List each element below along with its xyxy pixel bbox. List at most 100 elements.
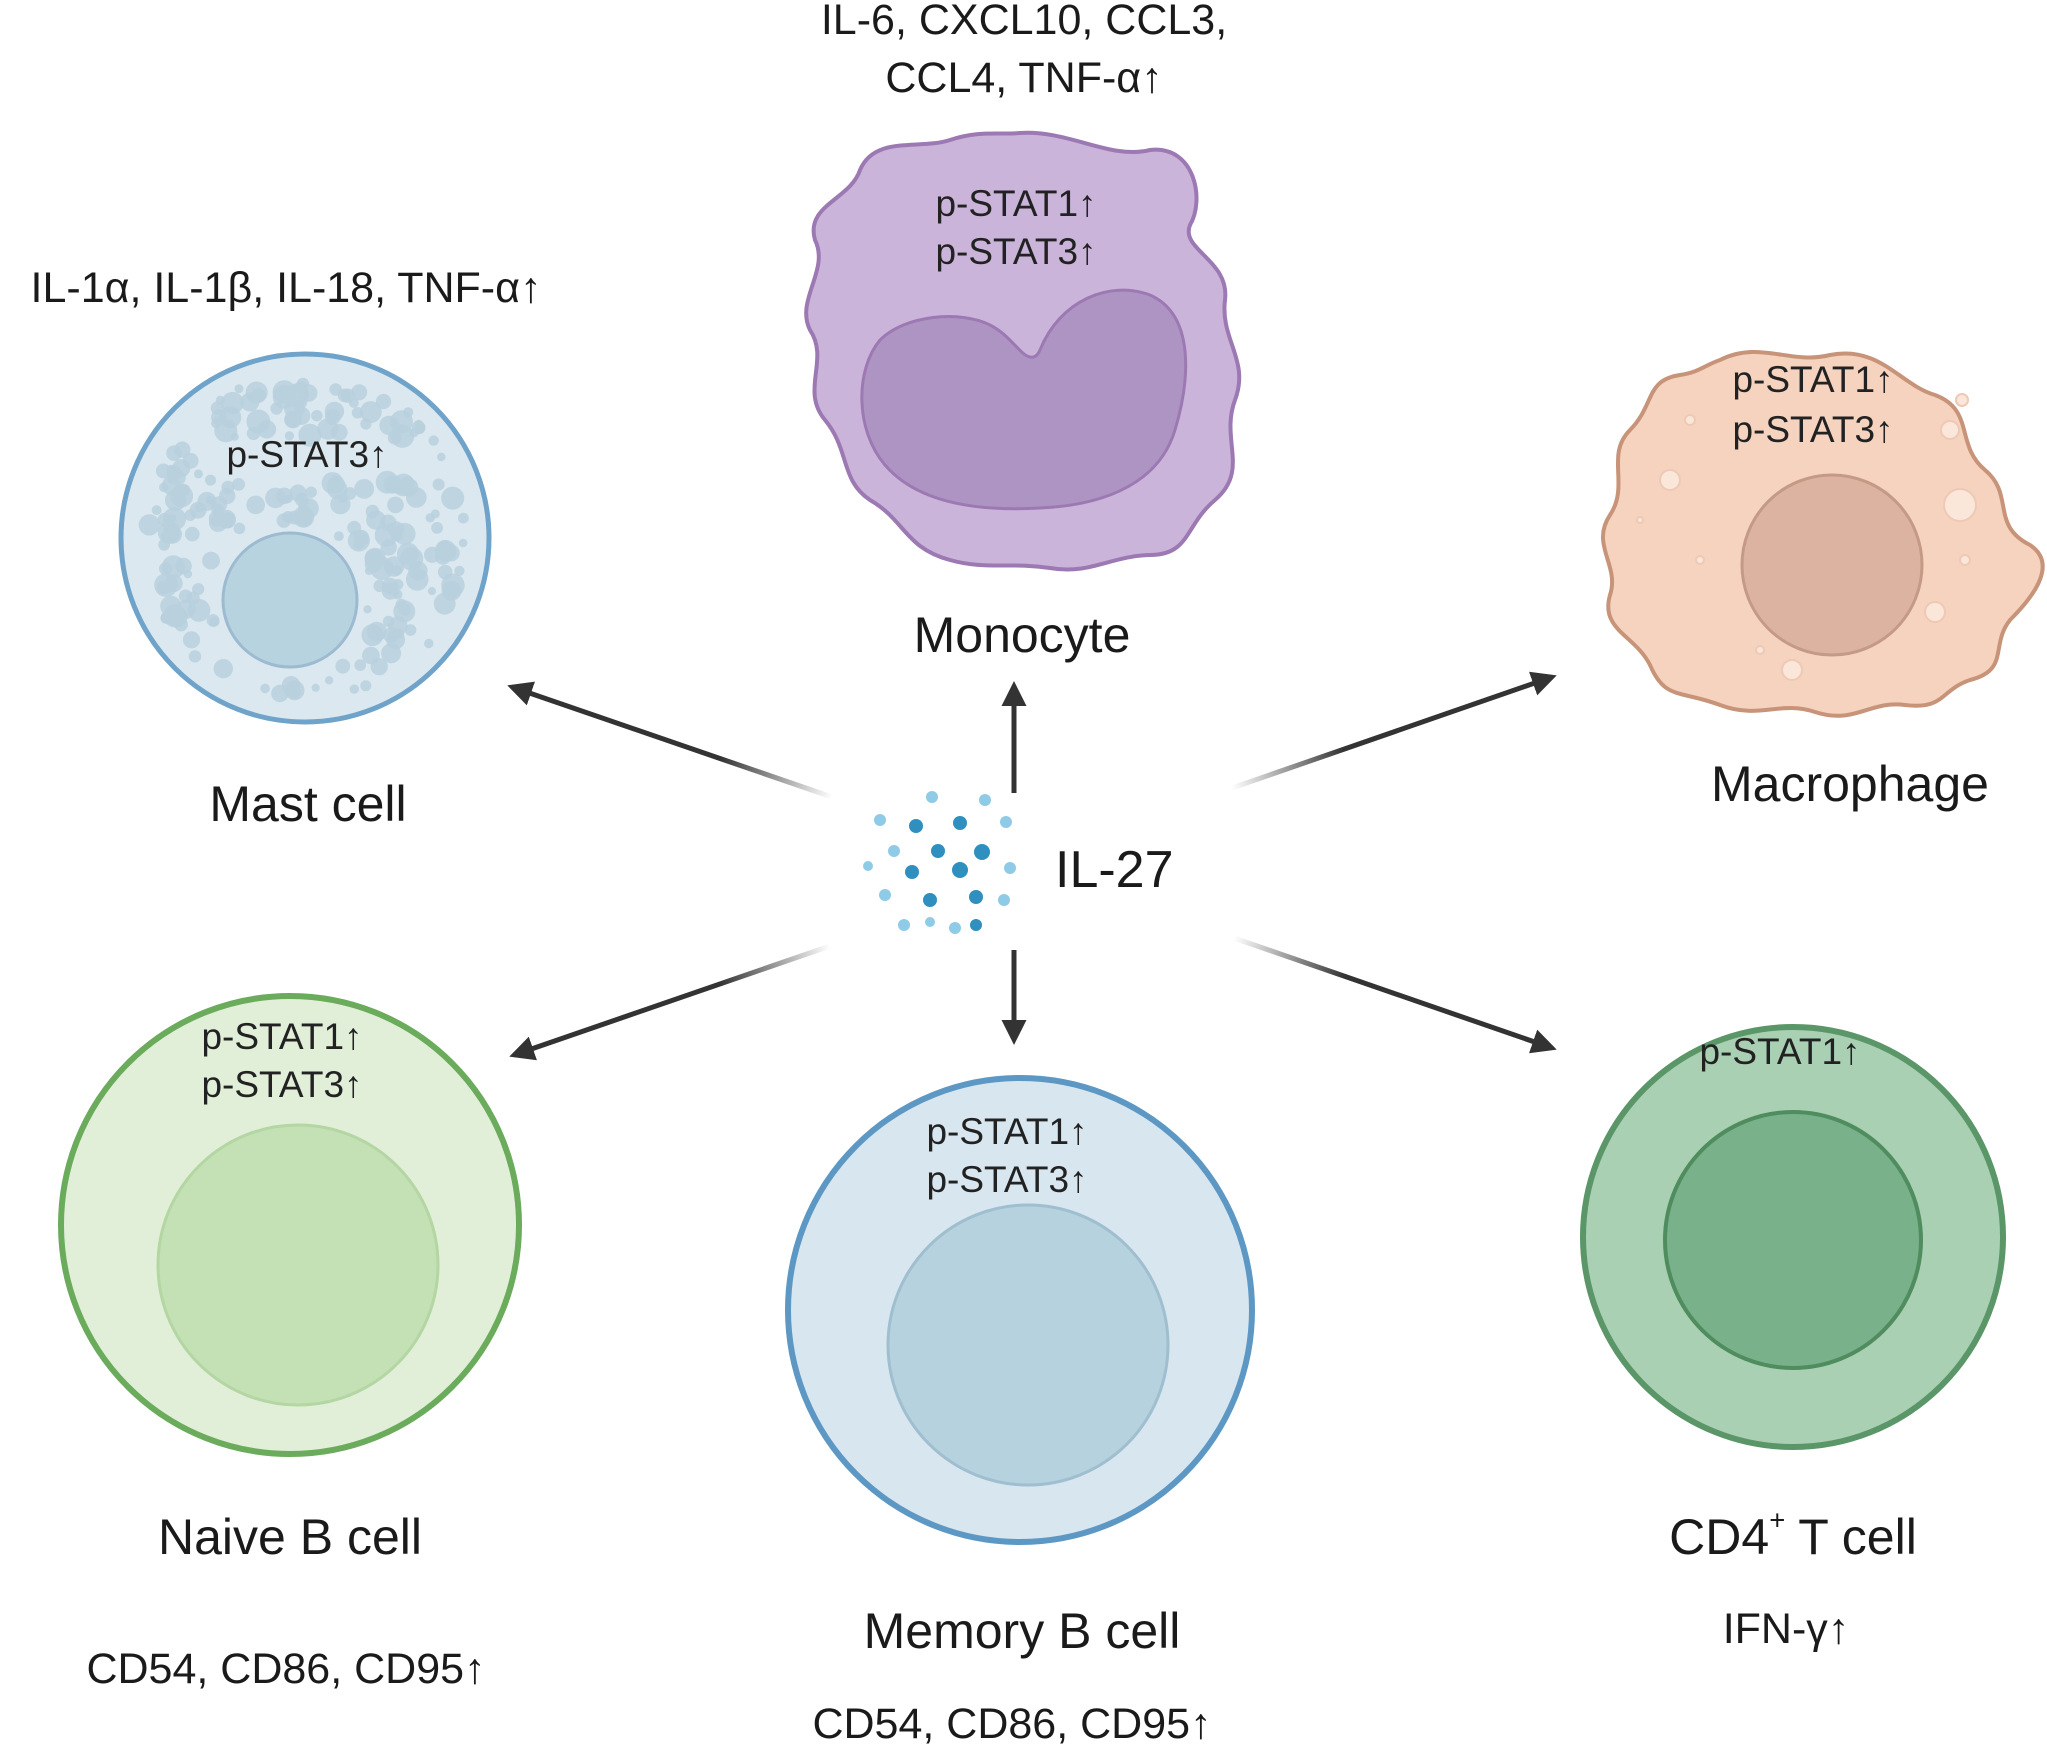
il27-particle	[926, 791, 938, 803]
arrow-to-cd4-t	[1233, 935, 1557, 1054]
memory-b-cell	[785, 1075, 1255, 1545]
granule	[287, 685, 301, 699]
granule	[351, 384, 368, 401]
vesicle	[1755, 645, 1765, 655]
macrophage-signal-1: p-STAT1↑	[1732, 359, 1894, 400]
cd4-t-label-sup: +	[1769, 1504, 1786, 1536]
macrophage-signal-2: p-STAT3↑	[1732, 409, 1894, 450]
il27-particle	[923, 893, 937, 907]
il27-particle	[909, 819, 923, 833]
granule	[414, 423, 426, 434]
granule	[337, 388, 352, 403]
granule	[178, 589, 193, 604]
arrow-to-macrophage	[1231, 671, 1557, 791]
mast-outputs: IL-1α, IL-1β, IL-18, TNF-α↑	[30, 264, 542, 312]
granule	[188, 650, 202, 663]
granule	[349, 684, 359, 694]
granule	[270, 402, 283, 415]
cd4-t-label-main: CD4	[1669, 1509, 1770, 1565]
granule	[184, 509, 196, 522]
il27-particle	[1004, 862, 1016, 874]
granule	[166, 464, 176, 474]
vesicle	[1695, 555, 1705, 565]
monocyte-label: Monocyte	[913, 607, 1131, 663]
granule	[194, 503, 205, 513]
il27-particle	[879, 889, 891, 901]
vesicle	[1959, 554, 1971, 566]
granule	[233, 522, 246, 535]
granule	[382, 615, 395, 628]
granule	[205, 474, 216, 486]
il27-particle	[888, 845, 900, 857]
granule	[271, 684, 289, 703]
cd4-t-outputs: IFN-γ↑	[1722, 1605, 1850, 1653]
il27-label: IL-27	[1055, 841, 1174, 899]
granule	[424, 638, 434, 649]
il27-particle	[925, 917, 935, 927]
granule	[192, 583, 205, 596]
granule	[360, 680, 372, 692]
granule	[172, 459, 191, 478]
granule	[161, 555, 186, 579]
il27-particle	[949, 922, 961, 934]
il27-particle	[931, 844, 945, 858]
granule	[347, 529, 370, 552]
granule	[427, 587, 436, 596]
granule	[430, 509, 440, 519]
macrophage-vesicles	[1636, 393, 1977, 681]
il27-particle	[979, 794, 991, 806]
il27-particle	[874, 814, 886, 826]
granule	[294, 492, 309, 507]
memory-b-signal-1: p-STAT1↑	[926, 1111, 1088, 1152]
il27-particle-icon	[863, 791, 1016, 934]
granule	[393, 522, 416, 545]
granule	[251, 387, 266, 403]
cd4-t-label-rest: T cell	[1785, 1509, 1917, 1565]
granule	[363, 605, 372, 614]
granule	[138, 514, 160, 536]
granule	[284, 494, 293, 504]
memory-b-outputs: CD54, CD86, CD95↑	[812, 1700, 1212, 1748]
vesicle	[1684, 414, 1696, 426]
granule	[431, 522, 443, 534]
granule	[183, 569, 193, 579]
granule	[286, 383, 309, 406]
granule	[441, 486, 465, 510]
monocyte-outputs-line2: CCL4, TNF-α↑	[885, 54, 1163, 102]
granule	[327, 479, 348, 500]
granule	[276, 513, 291, 528]
granule	[219, 487, 236, 505]
memory-b-signal-2: p-STAT3↑	[926, 1159, 1088, 1200]
memory-b-nucleus	[886, 1203, 1170, 1487]
granule	[432, 478, 445, 491]
granule	[391, 565, 403, 576]
granule	[151, 505, 162, 516]
granule	[441, 580, 462, 601]
vesicle	[1943, 488, 1977, 522]
granule	[330, 423, 348, 441]
mast-cell	[118, 351, 492, 725]
granule	[163, 604, 186, 628]
monocyte-signal-2: p-STAT3↑	[935, 231, 1097, 272]
granule	[424, 546, 441, 563]
mast-nucleus	[221, 531, 359, 669]
il27-particle	[1000, 816, 1012, 828]
granule	[437, 452, 446, 462]
granule	[260, 683, 270, 694]
granule	[217, 509, 236, 529]
naive-b-signal-2: p-STAT3↑	[201, 1064, 363, 1105]
granule	[383, 475, 403, 494]
naive-b-outputs: CD54, CD86, CD95↑	[86, 1645, 486, 1693]
granule	[246, 495, 265, 515]
naive-b-label: Naive B cell	[158, 1509, 422, 1565]
granule	[365, 504, 380, 519]
cd4-t-nucleus	[1663, 1110, 1923, 1370]
monocyte-signal-1: p-STAT1↑	[935, 183, 1097, 224]
granule	[178, 483, 191, 496]
mast-granules	[138, 377, 469, 703]
il27-particle	[905, 865, 919, 879]
granule	[232, 478, 246, 491]
granule	[458, 512, 469, 524]
granule	[454, 565, 465, 577]
vesicle	[1636, 516, 1644, 524]
